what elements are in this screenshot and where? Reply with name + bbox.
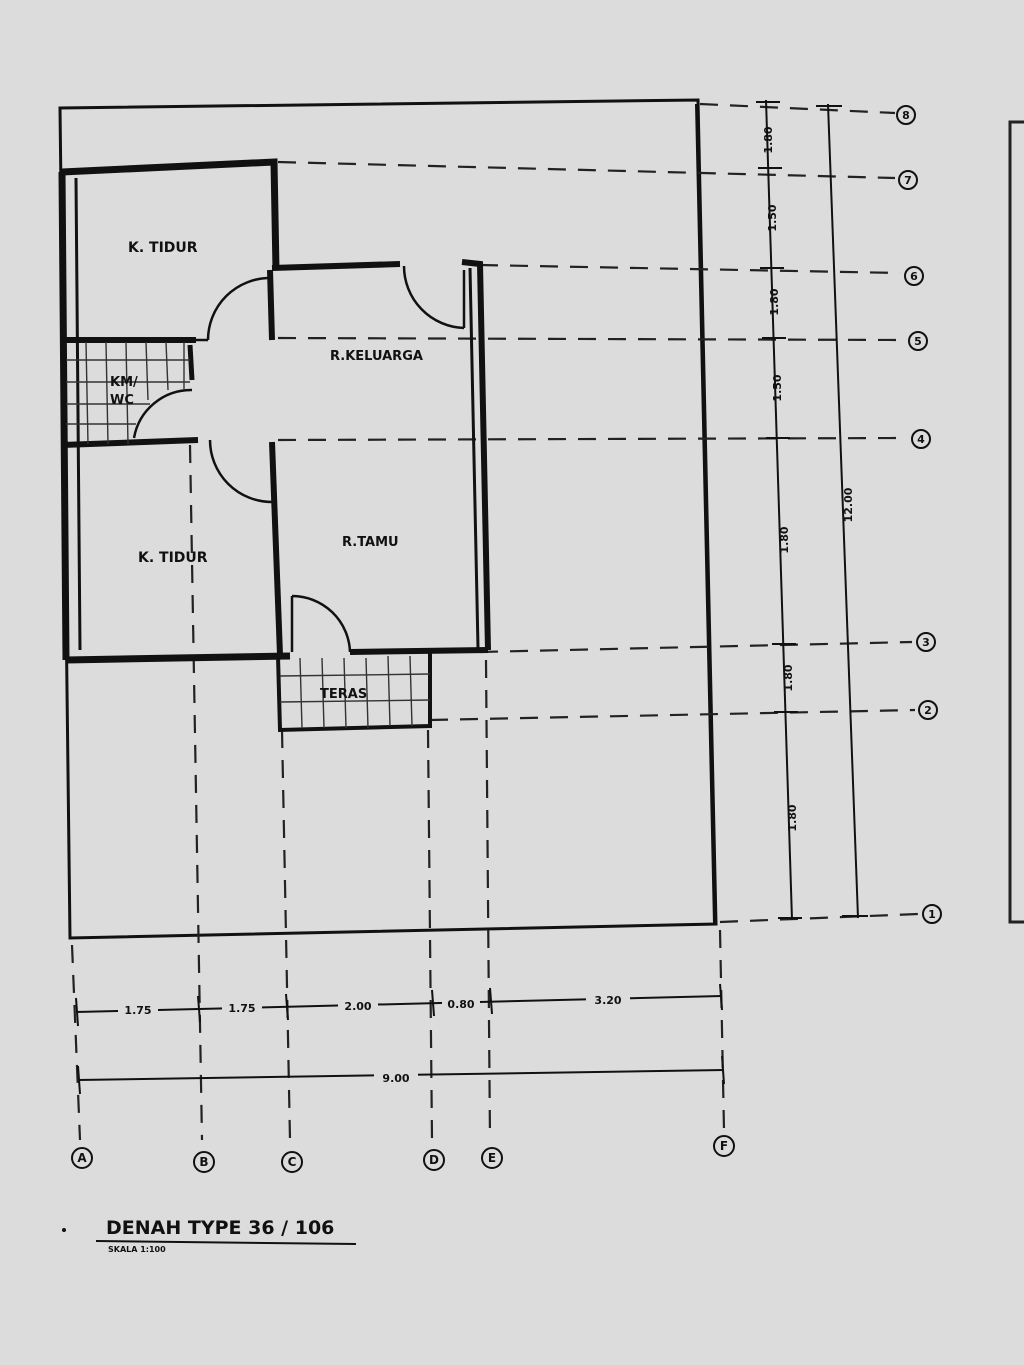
svg-text:8: 8	[902, 109, 910, 122]
dim-v-6: 1.80	[782, 664, 795, 691]
column-grid-markers: A B C D E F	[71, 1135, 735, 1173]
dim-h-5: 3.20	[594, 994, 621, 1007]
drawing-title: DENAH TYPE 36 / 106	[106, 1217, 334, 1239]
grid-marker-row-2: 2	[918, 700, 938, 720]
grid-marker-col-b: B	[193, 1151, 215, 1173]
svg-text:E: E	[488, 1151, 496, 1165]
svg-text:6: 6	[910, 270, 918, 283]
dim-v-4: 1.50	[771, 374, 784, 401]
svg-text:C: C	[288, 1155, 297, 1169]
grid-marker-row-3: 3	[916, 632, 936, 652]
grid-marker-row-1: 1	[922, 904, 942, 924]
grid-marker-row-8: 8	[896, 105, 916, 125]
grid-marker-row-6: 6	[904, 266, 924, 286]
row-grid-markers: 8 7 6 5 4 3 2 1	[896, 105, 942, 924]
dim-h-2: 1.75	[228, 1002, 255, 1015]
room-label-bedroom-top: K. TIDUR	[128, 240, 198, 256]
dim-v-5: 1.80	[778, 526, 791, 553]
horizontal-dimension-labels: 1.75 1.75 2.00 0.80 3.20 9.00	[118, 990, 630, 1086]
site-inner-line	[695, 103, 715, 925]
dim-h-1: 1.75	[124, 1004, 151, 1017]
room-label-bathroom-line2: WC	[110, 393, 134, 408]
svg-text:4: 4	[917, 433, 925, 446]
dim-v-7: 1.80	[786, 804, 799, 831]
room-label-bathroom-line1: KM/	[110, 375, 138, 390]
dim-h-4: 0.80	[447, 998, 474, 1011]
svg-text:1: 1	[928, 908, 936, 921]
svg-text:2: 2	[924, 704, 932, 717]
vertical-dimension-labels: 1.80 1.50 1.80 1.50 1.80 1.80 1.80 12.00	[762, 126, 855, 831]
adjacent-drawing-edge	[1008, 120, 1024, 924]
room-label-living-room: R.TAMU	[342, 535, 399, 550]
grid-marker-col-a: A	[71, 1147, 93, 1169]
svg-text:F: F	[720, 1139, 728, 1153]
dim-v-1: 1.80	[762, 126, 775, 153]
vertical-dimension-chain	[756, 99, 868, 921]
grid-marker-row-5: 5	[908, 331, 928, 351]
vertical-grid-lines	[70, 444, 726, 1141]
room-label-family-room: R.KELUARGA	[330, 349, 423, 364]
grid-marker-row-4: 4	[911, 429, 931, 449]
terrace-tiles	[279, 655, 431, 729]
building-walls	[58, 158, 491, 733]
grid-marker-col-c: C	[281, 1151, 303, 1173]
dim-h-total: 9.00	[382, 1072, 409, 1085]
svg-text:D: D	[429, 1153, 439, 1167]
svg-text:B: B	[199, 1155, 208, 1169]
grid-marker-col-d: D	[423, 1149, 445, 1171]
grid-marker-row-7: 7	[898, 170, 918, 190]
door-swings	[132, 265, 466, 653]
room-label-terrace: TERAS	[320, 687, 367, 702]
room-label-bedroom-bottom: K. TIDUR	[138, 550, 208, 566]
svg-text:A: A	[77, 1151, 87, 1165]
bathroom-tiles	[66, 341, 190, 445]
dim-v-3: 1.80	[768, 288, 781, 315]
drawing-scale: SKALA 1:100	[108, 1245, 166, 1254]
grid-marker-col-e: E	[481, 1147, 503, 1169]
horizontal-grid-lines	[277, 102, 919, 924]
svg-text:5: 5	[914, 335, 922, 348]
dim-v-2: 1.50	[766, 204, 779, 231]
title-underline	[95, 1240, 357, 1245]
svg-text:7: 7	[904, 174, 912, 187]
grid-marker-col-f: F	[713, 1135, 735, 1157]
dim-h-3: 2.00	[344, 1000, 371, 1013]
svg-text:3: 3	[922, 636, 930, 649]
dim-v-total: 12.00	[842, 487, 855, 522]
title-bullet	[62, 1228, 66, 1232]
